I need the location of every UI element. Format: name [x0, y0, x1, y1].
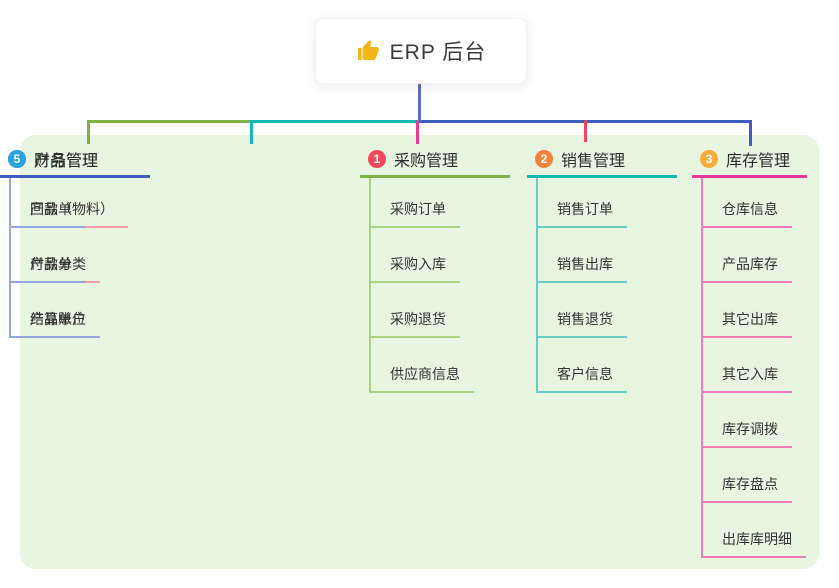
child-node-label[interactable]: 付款单	[11, 254, 86, 283]
children-list: 仓库信息产品库存其它出库其它入库库存调拨库存盘点出库库明细	[701, 178, 807, 558]
child-node: 产品库存	[703, 228, 807, 283]
branch-badge: 3	[700, 150, 718, 168]
branch-badge: 2	[535, 150, 553, 168]
child-node: 销售出库	[538, 228, 677, 283]
child-node: 其它出库	[703, 283, 807, 338]
child-node: 回款单	[11, 178, 150, 228]
child-node-label[interactable]: 采购退货	[371, 309, 460, 338]
child-node-label[interactable]: 仓库信息	[703, 199, 792, 228]
child-node-label[interactable]: 其它出库	[703, 309, 792, 338]
branch-badge: 5	[8, 150, 26, 168]
root-node[interactable]: ERP 后台	[315, 18, 527, 84]
branch-node[interactable]: 5 财务管理	[0, 143, 150, 178]
branch-label: 销售管理	[561, 153, 626, 170]
child-node-label[interactable]: 回款单	[11, 199, 86, 228]
child-node: 销售退货	[538, 283, 677, 338]
child-node-label[interactable]: 供应商信息	[371, 364, 474, 393]
child-node: 库存调拨	[703, 393, 807, 448]
branch-node[interactable]: 3 库存管理	[692, 143, 807, 178]
child-node: 客户信息	[538, 338, 677, 393]
thumbs-up-icon	[357, 40, 379, 60]
children-list: 销售订单销售出库销售退货客户信息	[536, 178, 677, 393]
background-panel	[20, 135, 819, 569]
branch-label: 产品管理	[34, 153, 99, 170]
children-list: 采购订单采购入库采购退货供应商信息	[369, 178, 510, 393]
child-node-label[interactable]: 出库库明细	[703, 529, 806, 558]
child-node: 采购退货	[371, 283, 510, 338]
child-node: 其它入库	[703, 338, 807, 393]
child-node-label[interactable]: 采购入库	[371, 254, 460, 283]
root-node-label: ERP 后台	[389, 41, 487, 64]
branch-purchase: 1 采购管理 采购订单采购入库采购退货供应商信息	[360, 143, 510, 393]
child-node: 付款单	[11, 228, 150, 283]
child-node: 采购入库	[371, 228, 510, 283]
branch-inventory: 3 库存管理 仓库信息产品库存其它出库其它入库库存调拨库存盘点出库库明细	[692, 143, 807, 558]
child-node: 库存盘点	[703, 448, 807, 503]
branch-label: 财务管理	[34, 153, 99, 170]
child-node-label[interactable]: 其它入库	[703, 364, 792, 393]
branch-sales: 2 销售管理 销售订单销售出库销售退货客户信息	[527, 143, 677, 393]
child-node-label[interactable]: 库存调拨	[703, 419, 792, 448]
child-node-label[interactable]: 销售出库	[538, 254, 627, 283]
child-node-label[interactable]: 销售退货	[538, 309, 627, 338]
child-node-label[interactable]: 产品库存	[703, 254, 792, 283]
child-node-label[interactable]: 结算账户	[11, 309, 100, 338]
child-node-label[interactable]: 客户信息	[538, 364, 627, 393]
branch-node[interactable]: 2 销售管理	[527, 143, 677, 178]
child-node: 采购订单	[371, 178, 510, 228]
child-node: 供应商信息	[371, 338, 510, 393]
child-node: 出库库明细	[703, 503, 807, 558]
branch-label: 采购管理	[394, 153, 459, 170]
child-node-label[interactable]: 销售订单	[538, 199, 627, 228]
branch-finance: 5 财务管理 回款单付款单结算账户	[0, 143, 150, 338]
child-node-label[interactable]: 采购订单	[371, 199, 460, 228]
child-node: 销售订单	[538, 178, 677, 228]
child-node: 结算账户	[11, 283, 150, 338]
branch-badge: 1	[368, 150, 386, 168]
child-node-label[interactable]: 库存盘点	[703, 474, 792, 503]
branch-label: 库存管理	[726, 153, 791, 170]
branch-node[interactable]: 1 采购管理	[360, 143, 510, 178]
children-list: 回款单付款单结算账户	[9, 178, 150, 338]
child-node: 仓库信息	[703, 178, 807, 228]
